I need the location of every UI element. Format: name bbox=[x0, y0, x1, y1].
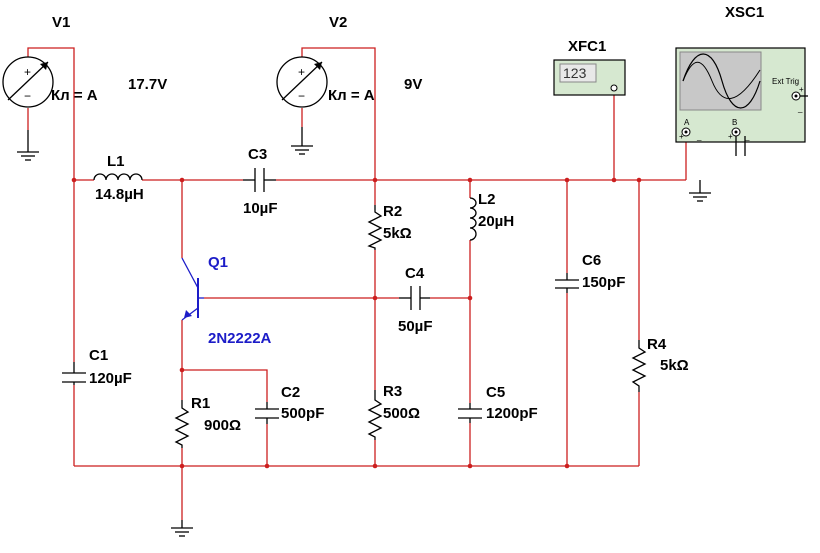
resistor-r2[interactable] bbox=[367, 205, 383, 250]
c2-value: 500pF bbox=[281, 405, 324, 422]
c6-name: C6 bbox=[582, 252, 601, 269]
capacitor-c5[interactable] bbox=[458, 403, 482, 423]
l1-value: 14.8µH bbox=[95, 186, 144, 203]
capacitor-c1[interactable] bbox=[62, 362, 86, 385]
junctions bbox=[71, 177, 642, 469]
svg-text:_: _ bbox=[696, 132, 702, 141]
v2-name: V2 bbox=[329, 14, 347, 31]
resistor-r1[interactable] bbox=[174, 400, 190, 448]
capacitor-c4[interactable] bbox=[399, 286, 430, 310]
r3-value: 500Ω bbox=[383, 405, 420, 422]
v2-mode: Кл = A bbox=[328, 87, 375, 104]
c1-name: C1 bbox=[89, 347, 108, 364]
svg-text:+: + bbox=[679, 132, 684, 141]
v1-name: V1 bbox=[52, 14, 70, 31]
r4-name: R4 bbox=[647, 336, 667, 353]
inductor-l2[interactable] bbox=[469, 197, 477, 241]
c5-value: 1200pF bbox=[486, 405, 538, 422]
svg-text:+: + bbox=[799, 85, 804, 94]
v1-value: 17.7V bbox=[128, 76, 167, 93]
svg-text:−: − bbox=[24, 89, 31, 103]
wires bbox=[27, 47, 687, 520]
ground-icon bbox=[171, 520, 193, 537]
oscilloscope-xsc1[interactable]: + _ + _ + _ bbox=[675, 47, 806, 143]
c5-name: C5 bbox=[486, 384, 505, 401]
q1-name: Q1 bbox=[208, 254, 228, 271]
l1-name: L1 bbox=[107, 153, 125, 170]
c3-name: C3 bbox=[248, 146, 267, 163]
svg-text:_: _ bbox=[797, 104, 803, 113]
svg-text:−: − bbox=[298, 89, 305, 103]
r4-value: 5kΩ bbox=[660, 357, 689, 374]
voltage-source-v2[interactable]: + − bbox=[276, 56, 328, 108]
v1-mode: Кл = A bbox=[51, 87, 98, 104]
capacitor-c2[interactable] bbox=[255, 402, 279, 424]
r2-name: R2 bbox=[383, 203, 402, 220]
svg-text:_: _ bbox=[744, 132, 750, 141]
v2-value: 9V bbox=[404, 76, 422, 93]
c6-value: 150pF bbox=[582, 274, 625, 291]
r1-name: R1 bbox=[191, 395, 210, 412]
c1-value: 120µF bbox=[89, 370, 132, 387]
transistor-q1[interactable] bbox=[181, 257, 204, 321]
capacitor-c3[interactable] bbox=[243, 168, 276, 192]
resistor-r3[interactable] bbox=[367, 390, 383, 440]
voltage-source-v1[interactable]: + − bbox=[2, 56, 54, 108]
svg-text:+: + bbox=[728, 132, 733, 141]
q1-model: 2N2222A bbox=[208, 330, 272, 347]
c3-value: 10µF bbox=[243, 200, 278, 217]
svg-text:+: + bbox=[298, 65, 305, 79]
xsc1-channel-b-label: B bbox=[732, 118, 737, 127]
c2-name: C2 bbox=[281, 384, 300, 401]
l2-value: 20µH bbox=[478, 213, 514, 230]
xfc1-display: 123 bbox=[563, 65, 587, 81]
frequency-counter-xfc1[interactable] bbox=[553, 59, 626, 96]
r3-name: R3 bbox=[383, 383, 402, 400]
ground-icon bbox=[689, 180, 711, 202]
inductor-l1[interactable] bbox=[93, 173, 143, 181]
r2-value: 5kΩ bbox=[383, 225, 412, 242]
capacitor-c6[interactable] bbox=[555, 273, 579, 293]
ground-icon bbox=[17, 130, 39, 161]
xsc1-ext-trig-label: Ext Trig bbox=[772, 77, 799, 86]
l2-name: L2 bbox=[478, 191, 496, 208]
r1-value: 900Ω bbox=[204, 417, 241, 434]
ground-icon bbox=[291, 127, 313, 155]
c4-value: 50µF bbox=[398, 318, 433, 335]
resistor-r4[interactable] bbox=[631, 340, 647, 392]
xfc1-name: XFC1 bbox=[568, 38, 606, 55]
c4-name: C4 bbox=[405, 265, 425, 282]
svg-text:+: + bbox=[24, 65, 31, 79]
xsc1-name: XSC1 bbox=[725, 4, 764, 21]
xsc1-channel-a-label: A bbox=[684, 118, 690, 127]
